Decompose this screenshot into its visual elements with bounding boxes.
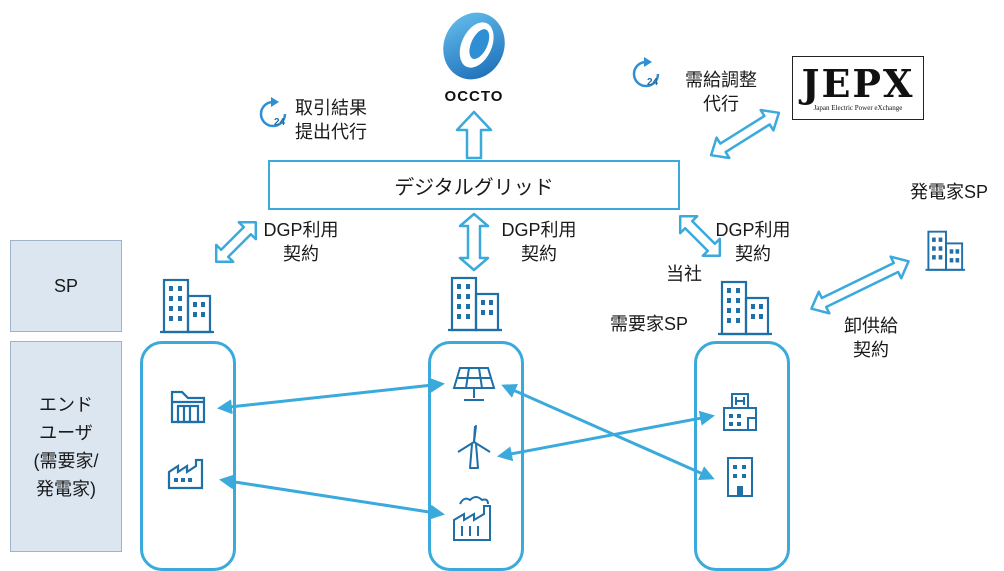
hospital-icon	[723, 393, 757, 431]
trade-submit-label: 取引結果 提出代行	[295, 96, 367, 144]
double-arrow-jepx	[709, 108, 781, 160]
occto-logo-icon	[443, 12, 505, 80]
connection-factory-solar	[217, 377, 445, 415]
digital-grid-label: デジタルグリッド	[394, 176, 554, 199]
cycle-24-icon-text: 24	[647, 77, 659, 88]
balancing-label: 需給調整 代行	[676, 68, 766, 116]
dgp-contract-left-line1: DGP利用	[263, 220, 339, 240]
cycle-24-icon: 24	[632, 57, 660, 88]
jepx-subtitle: Japan Electric Power eXchange	[813, 103, 903, 112]
digital-grid-box: デジタルグリッド	[268, 160, 680, 210]
dgp-contract-right-line1: DGP利用	[715, 220, 791, 240]
trade-submit-line2: 提出代行	[295, 122, 367, 142]
dgp-contract-label-left: DGP利用 契約	[256, 218, 346, 266]
factory-icon	[170, 390, 206, 424]
demand-sp-label: 需要家SP	[610, 314, 689, 334]
balancing-line1: 需給調整	[685, 70, 757, 90]
occto-label: OCCTO	[444, 88, 504, 105]
building-icon	[718, 280, 772, 336]
cycle-24-icon-text: 24	[274, 117, 286, 128]
row-label-end-user-line2: ユーザ	[39, 422, 93, 443]
dgp-contract-center-line1: DGP利用	[501, 220, 577, 240]
wholesale-line2: 契約	[853, 340, 889, 360]
row-label-sp: SP	[10, 240, 122, 332]
jepx-label: JEPX	[801, 60, 915, 106]
building-icon	[925, 230, 966, 271]
wholesale-line1: 卸供給	[844, 316, 898, 336]
balancing-line2: 代行	[703, 94, 739, 114]
power-plant-icon	[453, 496, 491, 541]
building-icon	[448, 276, 502, 332]
dgp-contract-label-right: DGP利用 契約	[708, 218, 798, 266]
double-arrow-wholesale	[810, 255, 910, 315]
our-company-label: 当社	[666, 264, 702, 284]
trade-submit-line1: 取引結果	[295, 98, 367, 118]
dgp-contract-left-line2: 契約	[283, 244, 319, 264]
connection-factory-powerplant	[219, 474, 445, 520]
solar-panel-icon	[452, 367, 496, 401]
jepx-logo: JEPX Japan Electric Power eXchange	[792, 56, 924, 120]
row-label-end-user-line4: 発電家)	[36, 478, 96, 499]
office-icon	[727, 457, 753, 497]
double-arrow-dgp-left	[214, 220, 258, 264]
generator-sp-label: 発電家SP	[910, 182, 989, 202]
cycle-24-icon: 24	[259, 97, 287, 128]
row-label-sp-text: SP	[53, 276, 78, 296]
wind-turbine-icon	[457, 425, 491, 469]
row-label-end-user-line1: エンド	[39, 394, 93, 415]
factory-icon	[167, 458, 204, 490]
dgp-contract-center-line2: 契約	[521, 244, 557, 264]
row-label-end-user: エンド ユーザ (需要家/ 発電家)	[10, 341, 122, 552]
building-icon	[160, 278, 214, 334]
row-label-end-user-line3: (需要家/	[33, 450, 99, 471]
double-arrow-dgp-right	[678, 214, 722, 258]
double-arrow-dgp-center	[458, 212, 490, 272]
dgp-contract-label-center: DGP利用 契約	[494, 218, 584, 266]
connection-wind-hospital	[497, 410, 715, 462]
dgp-contract-right-line2: 契約	[735, 244, 771, 264]
wholesale-label: 卸供給 契約	[836, 314, 906, 362]
up-arrow-to-occto	[455, 110, 493, 160]
connection-solar-office	[501, 383, 715, 481]
